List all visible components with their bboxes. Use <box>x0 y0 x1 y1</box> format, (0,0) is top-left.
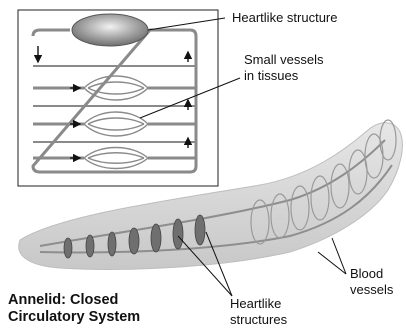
heartlike-structure-shape <box>72 14 148 46</box>
small-vessels-label-line1: Small vessels <box>244 52 323 68</box>
blood-vessels-label-line2: vessels <box>350 282 393 298</box>
heartlike-structures-label-line2: structures <box>230 312 287 328</box>
diagram-title-line2: Circulatory System <box>8 309 140 326</box>
diagram-title-line1: Annelid: Closed <box>8 292 118 309</box>
heartlike-structures-label-line1: Heartlike <box>230 296 281 312</box>
blood-vessels-label-line1: Blood <box>350 266 383 282</box>
inset-box <box>18 10 218 186</box>
small-vessels-label-line2: in tissues <box>244 68 298 84</box>
heartlike-structure-label: Heartlike structure <box>232 10 337 26</box>
